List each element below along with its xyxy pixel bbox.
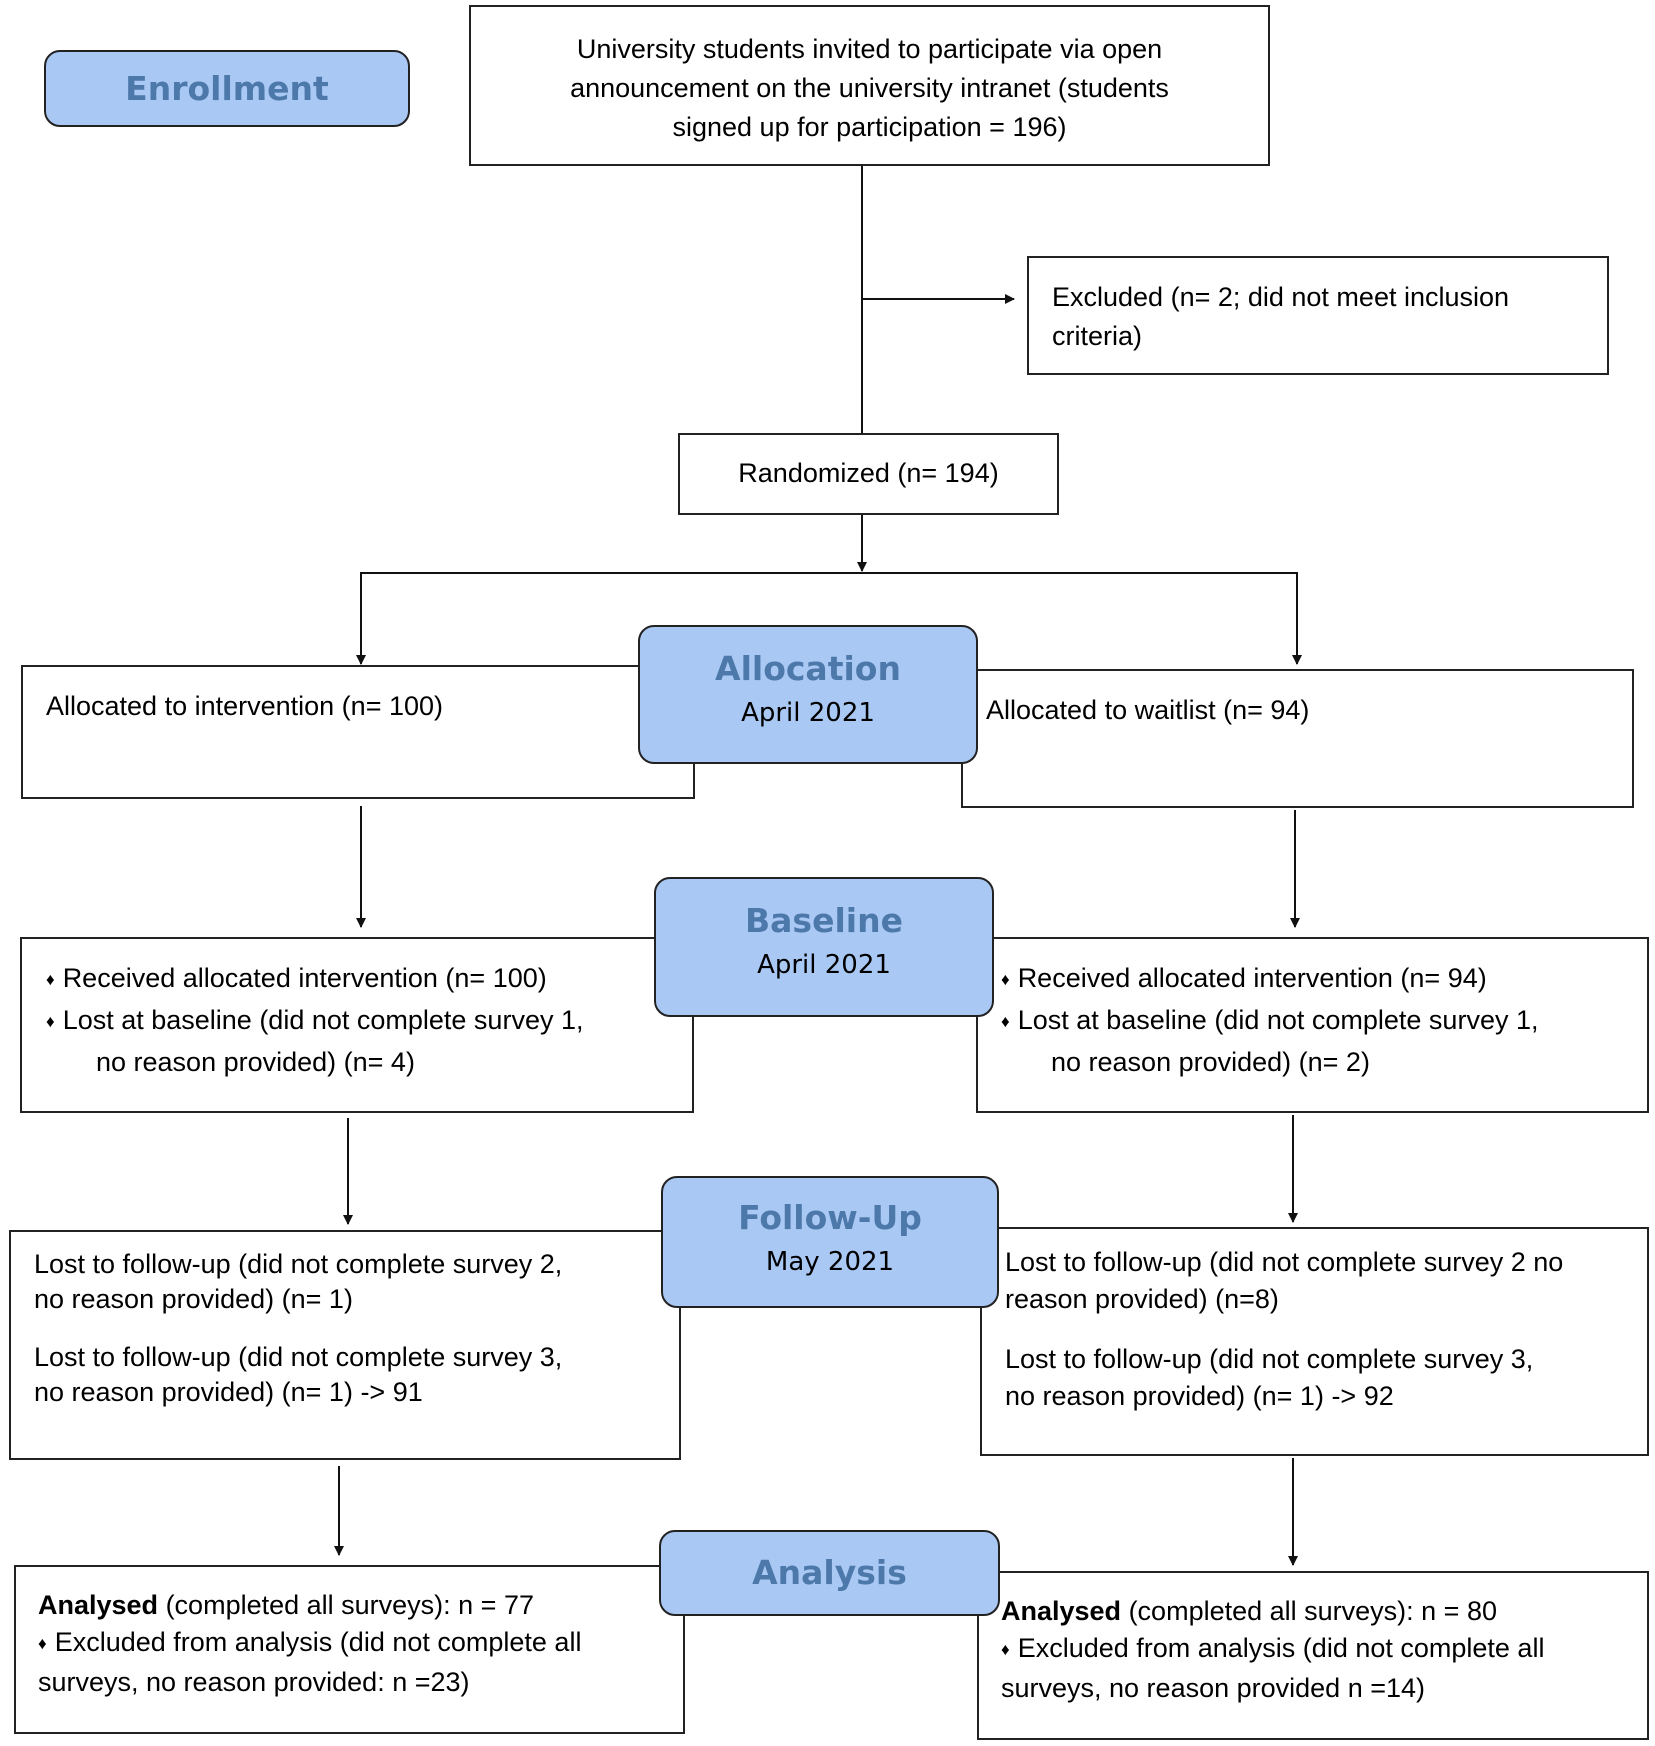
followup-survey3-line: no reason provided) (n= 1) -> 91 <box>34 1377 423 1407</box>
analysed-line: Analysed (completed all surveys): n = 80 <box>1001 1596 1497 1626</box>
allocated-waitlist-label: Allocated to waitlist (n= 94) <box>986 695 1310 725</box>
stage-analysis: Analysis <box>659 1530 1000 1616</box>
randomized-box: Randomized (n= 194) <box>678 433 1059 515</box>
baseline-lost-item-cont: no reason provided) (n= 2) <box>1051 1047 1370 1077</box>
followup-survey3-line: no reason provided) (n= 1) -> 92 <box>1005 1381 1394 1411</box>
randomized-label: Randomized (n= 194) <box>738 458 999 488</box>
excluded-analysis-item-cont: surveys, no reason provided n =14) <box>1001 1673 1425 1703</box>
baseline-left-box: ♦Received allocated intervention (n= 100… <box>20 937 694 1113</box>
excluded-line: Excluded (n= 2; did not meet inclusion <box>1052 282 1510 312</box>
baseline-received-item: ♦Received allocated intervention (n= 94) <box>1001 963 1487 993</box>
followup-survey2-line: Lost to follow-up (did not complete surv… <box>1005 1247 1564 1277</box>
followup-survey2-line: Lost to follow-up (did not complete surv… <box>34 1249 563 1279</box>
analysis-right-box: Analysed (completed all surveys): n = 80… <box>977 1571 1649 1740</box>
allocated-waitlist-box: Allocated to waitlist (n= 94) <box>961 669 1634 808</box>
excluded-box: Excluded (n= 2; did not meet inclusion c… <box>1027 256 1609 375</box>
stage-allocation: Allocation April 2021 <box>638 625 978 764</box>
stage-date: April 2021 <box>757 950 891 980</box>
stage-date: April 2021 <box>741 698 875 728</box>
analysis-left-box: Analysed (completed all surveys): n = 77… <box>14 1565 685 1734</box>
bullet-icon: ♦ <box>1001 1640 1010 1659</box>
allocated-intervention-box: Allocated to intervention (n= 100) <box>21 665 695 799</box>
followup-survey2-line: reason provided) (n=8) <box>1005 1284 1279 1314</box>
followup-survey3-line: Lost to follow-up (did not complete surv… <box>34 1342 563 1372</box>
excluded-analysis-item: ♦Excluded from analysis (did not complet… <box>1001 1633 1545 1663</box>
stage-title: Enrollment <box>125 69 329 108</box>
baseline-lost-item: ♦Lost at baseline (did not complete surv… <box>1001 1005 1539 1035</box>
followup-left-box: Lost to follow-up (did not complete surv… <box>9 1230 681 1460</box>
invite-line: signed up for participation = 196) <box>672 112 1067 142</box>
stage-title: Analysis <box>752 1553 907 1592</box>
stage-followup: Follow-Up May 2021 <box>661 1176 999 1308</box>
followup-survey2-line: no reason provided) (n= 1) <box>34 1284 353 1314</box>
bullet-icon: ♦ <box>38 1634 47 1653</box>
followup-survey3-line: Lost to follow-up (did not complete surv… <box>1005 1344 1534 1374</box>
baseline-lost-item: ♦Lost at baseline (did not complete surv… <box>46 1005 584 1035</box>
baseline-right-box: ♦Received allocated intervention (n= 94)… <box>976 937 1649 1113</box>
excluded-line: criteria) <box>1052 321 1143 351</box>
invite-line: University students invited to participa… <box>576 34 1163 64</box>
excluded-analysis-item-cont: surveys, no reason provided: n =23) <box>38 1667 470 1697</box>
stage-title: Baseline <box>745 901 903 940</box>
stage-title: Follow-Up <box>738 1198 922 1237</box>
stage-title: Allocation <box>715 649 901 688</box>
followup-right-box: Lost to follow-up (did not complete surv… <box>980 1227 1649 1456</box>
excluded-analysis-item: ♦Excluded from analysis (did not complet… <box>38 1627 582 1657</box>
analysed-line: Analysed (completed all surveys): n = 77 <box>38 1590 534 1620</box>
bullet-icon: ♦ <box>1001 1012 1010 1031</box>
bullet-icon: ♦ <box>46 970 55 989</box>
baseline-received-item: ♦Received allocated intervention (n= 100… <box>46 963 547 993</box>
baseline-lost-item-cont: no reason provided) (n= 4) <box>96 1047 415 1077</box>
bullet-icon: ♦ <box>46 1012 55 1031</box>
stage-date: May 2021 <box>765 1247 895 1277</box>
bullet-icon: ♦ <box>1001 970 1010 989</box>
allocated-intervention-label: Allocated to intervention (n= 100) <box>46 691 443 721</box>
invitation-box: University students invited to participa… <box>469 5 1270 166</box>
stage-enrollment: Enrollment <box>44 50 410 127</box>
invite-line: announcement on the university intranet … <box>570 73 1169 103</box>
stage-baseline: Baseline April 2021 <box>654 877 994 1017</box>
